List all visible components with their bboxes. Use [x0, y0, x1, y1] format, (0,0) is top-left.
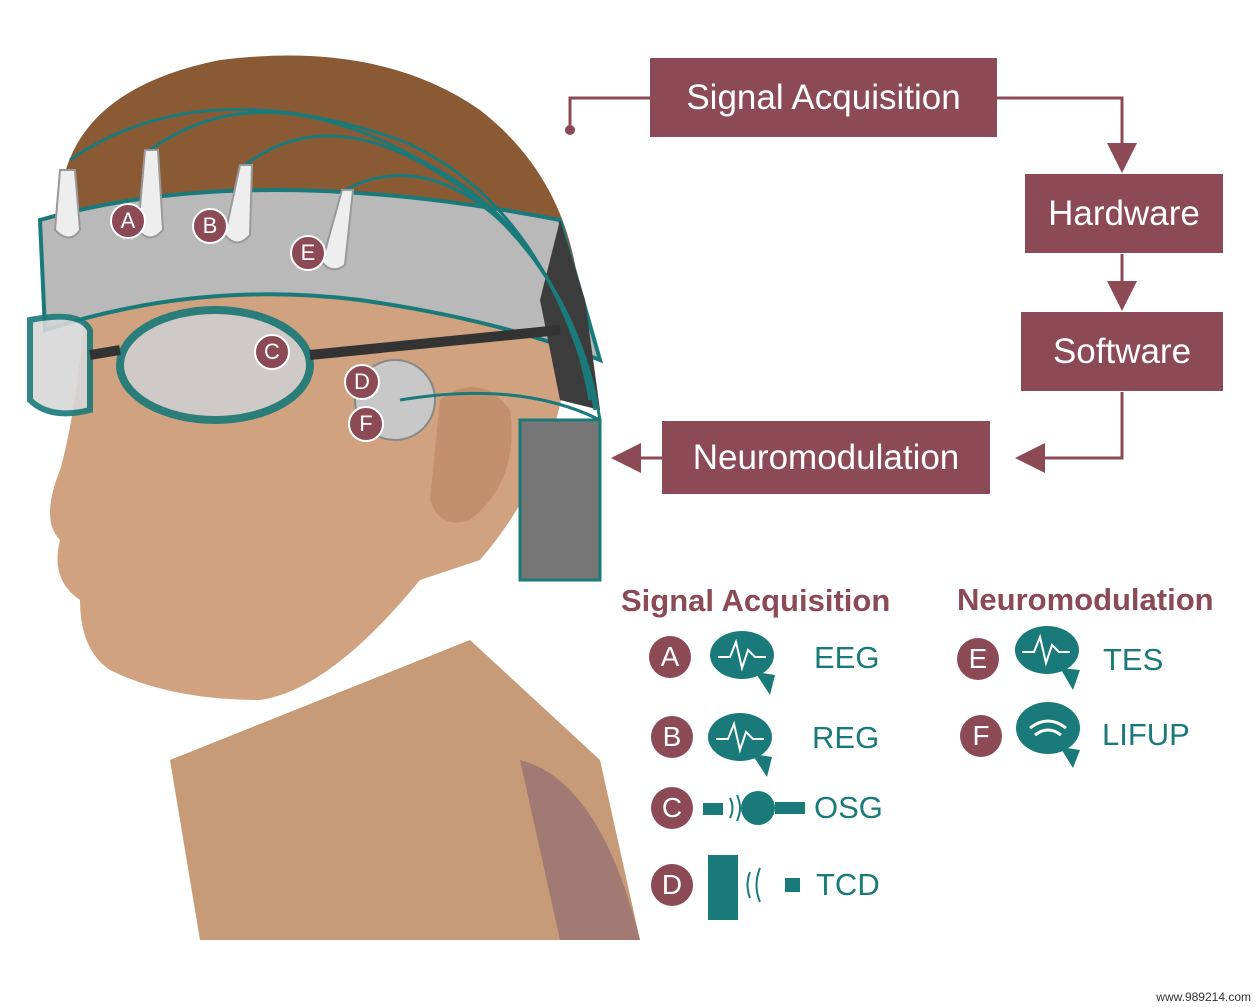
- head-label-f: F: [348, 406, 384, 442]
- optical-sensor-icon: [703, 791, 805, 825]
- brain-ultrasound-icon: [1016, 702, 1080, 768]
- legend-label: EEG: [814, 640, 880, 675]
- legend-icons: [703, 626, 1080, 920]
- legend-label: TCD: [816, 867, 880, 902]
- watermark: www.989214.com: [1156, 990, 1251, 1004]
- legend-letter: B: [651, 716, 693, 758]
- legend-label: TES: [1103, 642, 1164, 677]
- head-label-b: B: [192, 208, 228, 244]
- head-label-c: C: [254, 334, 290, 370]
- legend-letter: E: [957, 638, 999, 680]
- head-label-d: D: [344, 364, 380, 400]
- legend-label: LIFUP: [1102, 717, 1190, 752]
- legend-label: REG: [812, 720, 880, 755]
- legend-letter: A: [649, 636, 691, 678]
- brain-wave-icon: [710, 631, 775, 695]
- head-label-e: E: [290, 235, 326, 271]
- legend-label: OSG: [814, 790, 883, 825]
- flow-software: Software: [1021, 312, 1223, 391]
- head-label-a: A: [110, 203, 146, 239]
- flow-hardware: Hardware: [1025, 174, 1223, 253]
- device-pack: [518, 418, 602, 582]
- brain-wave-icon: [708, 713, 772, 777]
- legend-letter: F: [960, 715, 1002, 757]
- flow-neuromodulation: Neuromodulation: [662, 421, 990, 494]
- flow-signal-acquisition: Signal Acquisition: [650, 58, 997, 137]
- legend-neuro-header: Neuromodulation: [957, 582, 1214, 617]
- legend-signal-header: Signal Acquisition: [621, 583, 891, 618]
- legend-letter: D: [651, 864, 693, 906]
- blood-vessel-ultrasound-icon: [708, 855, 800, 920]
- brain-wave-icon: [1015, 626, 1080, 690]
- legend-letter: C: [651, 787, 693, 829]
